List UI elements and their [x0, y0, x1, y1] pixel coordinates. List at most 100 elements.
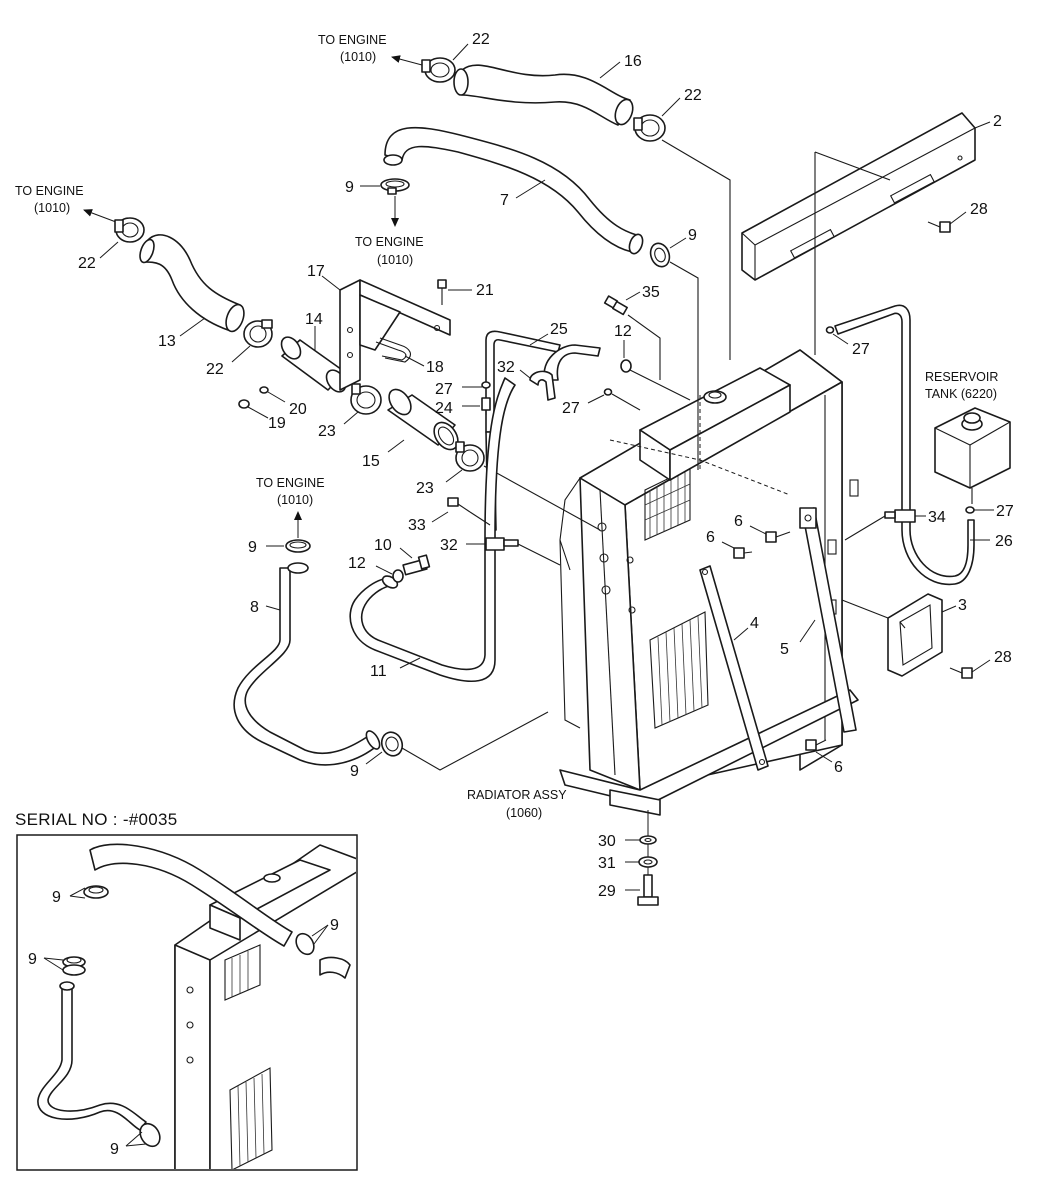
callout-9c: 9	[248, 539, 257, 556]
part-29-bolt[interactable]	[637, 874, 659, 906]
part-6-bolt-b[interactable]	[733, 547, 753, 559]
part-28-bolt-a[interactable]	[949, 667, 973, 679]
part-23-clamp-a[interactable]	[350, 383, 382, 415]
part-20-washer[interactable]	[259, 386, 269, 394]
part-6-bolt-a[interactable]	[765, 531, 791, 543]
part-21-bolt[interactable]	[437, 279, 447, 305]
part-30-washer[interactable]	[639, 835, 657, 845]
part-28-bolt-b[interactable]	[927, 221, 951, 233]
part-22-hose-clamp-2[interactable]	[633, 114, 666, 142]
part-22-hose-clamp-top[interactable]	[421, 57, 456, 83]
part-9-clamp-d[interactable]	[378, 729, 405, 758]
callout-6b: 6	[706, 529, 715, 546]
callout-27a: 27	[435, 381, 453, 398]
callout-29: 29	[598, 883, 616, 900]
part-35-plug[interactable]	[603, 295, 628, 316]
part-26-overflow-tube[interactable]	[834, 304, 975, 586]
callout-18: 18	[426, 359, 444, 376]
part-9-clamp-c[interactable]	[285, 539, 311, 553]
callout-17: 17	[307, 263, 325, 280]
callout-12b: 12	[348, 555, 366, 572]
callout-9b: 9	[688, 227, 697, 244]
part-27-ring-a[interactable]	[481, 381, 491, 389]
part-15-sleeve[interactable]	[385, 385, 463, 454]
part-14-pipe[interactable]	[278, 334, 350, 396]
radiator-assy-code: (1060)	[506, 806, 542, 820]
part-19-nut[interactable]	[238, 399, 250, 409]
oil-cooler-fins	[649, 611, 709, 729]
part-22-hose-clamp-4[interactable]	[243, 319, 273, 348]
callout-14: 14	[305, 311, 323, 328]
callout-27d: 27	[996, 503, 1014, 520]
inset-clamp-4[interactable]	[136, 1120, 164, 1150]
callout-32a: 32	[497, 359, 515, 376]
callout-24: 24	[435, 400, 453, 417]
part-13-hose[interactable]	[137, 234, 247, 334]
inset-clamp-3[interactable]	[293, 930, 318, 957]
to-engine-code-1: (1010)	[340, 50, 376, 64]
part-23-clamp-b[interactable]	[455, 441, 485, 472]
part-10-fitting[interactable]	[402, 554, 431, 576]
part-32-clip-bottom[interactable]	[485, 537, 519, 551]
part-17-bracket[interactable]	[339, 279, 451, 391]
part-33-bolt[interactable]	[447, 497, 471, 513]
callout-31: 31	[598, 855, 616, 872]
reservoir-tank[interactable]	[934, 407, 1011, 504]
part-8-hose[interactable]	[233, 562, 382, 766]
callout-22c: 22	[78, 255, 96, 272]
to-engine-label-2: TO ENGINE	[355, 235, 424, 249]
serial-number-label: SERIAL NO : -#0035	[15, 810, 178, 829]
part-9-clamp-a[interactable]	[380, 178, 410, 195]
callout-9d: 9	[350, 763, 359, 780]
inset-clamp-1[interactable]	[83, 885, 109, 899]
part-22-hose-clamp-3[interactable]	[114, 217, 145, 243]
reservoir-label: RESERVOIR	[925, 370, 998, 384]
radiator-assembly[interactable]	[559, 349, 859, 816]
part-32-clip-top[interactable]	[529, 370, 556, 401]
callout-27c: 27	[852, 341, 870, 358]
callout-15: 15	[362, 453, 380, 470]
callout-25: 25	[550, 321, 568, 338]
part-9-clamp-b[interactable]	[647, 241, 672, 270]
part-4-stay[interactable]	[699, 565, 769, 771]
callout-8: 8	[250, 599, 259, 616]
callout-33: 33	[408, 517, 426, 534]
callout-6c: 6	[834, 759, 843, 776]
callout-22a: 22	[472, 31, 490, 48]
part-31-washer[interactable]	[638, 856, 658, 868]
part-12-ring-a[interactable]	[620, 359, 632, 373]
callout-23a: 23	[318, 423, 336, 440]
part-27-ring-c[interactable]	[825, 326, 835, 334]
part-16-upper-hose[interactable]	[453, 64, 636, 127]
inset-callout-9b: 9	[28, 951, 37, 968]
callout-12a: 12	[614, 323, 632, 340]
part-27-ring-b[interactable]	[603, 388, 613, 396]
to-engine-label-1: TO ENGINE	[318, 33, 387, 47]
part-5-stay[interactable]	[799, 507, 857, 733]
part-18-u-bolt[interactable]	[375, 337, 411, 363]
part-7-hose[interactable]	[383, 126, 645, 256]
callout-34: 34	[928, 509, 946, 526]
part-34-clip[interactable]	[884, 509, 916, 523]
callout-35: 35	[642, 284, 660, 301]
screen-mesh	[644, 467, 691, 541]
part-12-ring-b[interactable]	[392, 569, 404, 583]
callout-27b: 27	[562, 400, 580, 417]
to-engine-label-4: TO ENGINE	[256, 476, 325, 490]
part-3-frame[interactable]	[887, 593, 943, 677]
callout-3: 3	[958, 597, 967, 614]
callout-5: 5	[780, 641, 789, 658]
callout-21: 21	[476, 282, 494, 299]
part-27-ring-d[interactable]	[965, 506, 975, 514]
inset-callout-9c: 9	[330, 917, 339, 934]
callout-22d: 22	[206, 361, 224, 378]
part-2-top-cover[interactable]	[741, 112, 976, 281]
part-24-fitting[interactable]	[481, 397, 491, 415]
callout-32b: 32	[440, 537, 458, 554]
part-6-bolt-c[interactable]	[805, 739, 827, 751]
callout-13: 13	[158, 333, 176, 350]
callout-22b: 22	[684, 87, 702, 104]
callout-28a: 28	[970, 201, 988, 218]
callout-28b: 28	[994, 649, 1012, 666]
